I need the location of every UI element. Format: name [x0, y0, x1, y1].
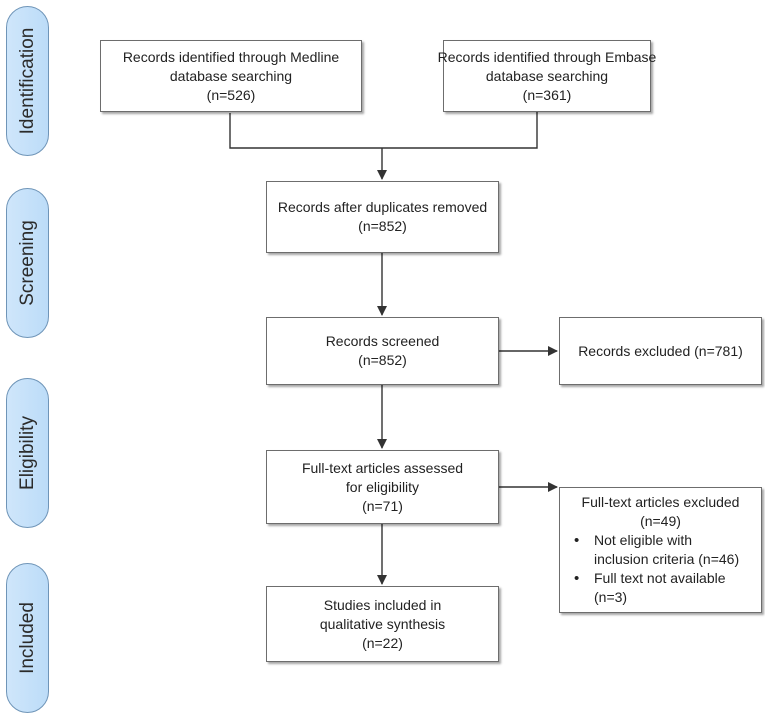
box-records-screened: Records screened (n=852): [266, 317, 499, 385]
phase-included: Included: [6, 563, 49, 713]
box-line: for eligibility: [345, 478, 420, 495]
box-duplicates-removed: Records after duplicates removed (n=852): [266, 181, 499, 253]
box-line: Records excluded (n=781): [578, 342, 743, 359]
reason-line: inclusion criteria (n=46): [594, 551, 740, 567]
box-studies-included: Studies included in qualitative synthesi…: [266, 586, 499, 662]
box-fulltext-assessed: Full-text articles assessed for eligibil…: [266, 450, 499, 524]
phase-screening: Screening: [6, 188, 49, 338]
box-line: database searching: [485, 67, 609, 84]
box-count: (n=71): [362, 497, 403, 514]
box-line: Records identified through Medline: [122, 48, 340, 65]
box-line: Full-text articles assessed: [301, 459, 464, 476]
box-line: Records screened: [325, 333, 440, 349]
box-fulltext-excluded: Full-text articles excluded (n=49) Not e…: [559, 487, 762, 613]
box-count: (n=526): [206, 86, 256, 103]
box-line: Studies included in: [323, 596, 442, 613]
box-count: (n=852): [358, 352, 407, 368]
box-line: Records identified through Embase: [437, 48, 657, 65]
box-title: Full-text articles excluded: [581, 494, 740, 510]
reason-line: Full text not available: [594, 570, 726, 586]
medline-connector: [229, 112, 538, 149]
box-count: (n=361): [522, 86, 572, 103]
phase-eligibility: Eligibility: [6, 378, 49, 528]
box-line: database searching: [169, 67, 293, 84]
reason-line: Not eligible with: [594, 532, 693, 548]
box-records-excluded: Records excluded (n=781): [559, 317, 762, 385]
box-line: qualitative synthesis: [319, 615, 446, 632]
box-records-embase: Records identified through Embase databa…: [438, 40, 656, 112]
box-count: (n=852): [358, 218, 407, 234]
box-line: Records after duplicates removed: [277, 199, 488, 215]
exclusion-reason: Not eligible with inclusion criteria (n=…: [566, 531, 755, 569]
phase-identification: Identification: [6, 6, 49, 156]
exclusion-reasons-list: Not eligible with inclusion criteria (n=…: [566, 531, 755, 607]
box-count: (n=49): [640, 513, 681, 529]
box-count: (n=22): [362, 634, 403, 651]
reason-line: (n=3): [594, 589, 628, 605]
exclusion-reason: Full text not available (n=3): [566, 569, 755, 607]
box-records-medline: Records identified through Medline datab…: [100, 40, 362, 112]
